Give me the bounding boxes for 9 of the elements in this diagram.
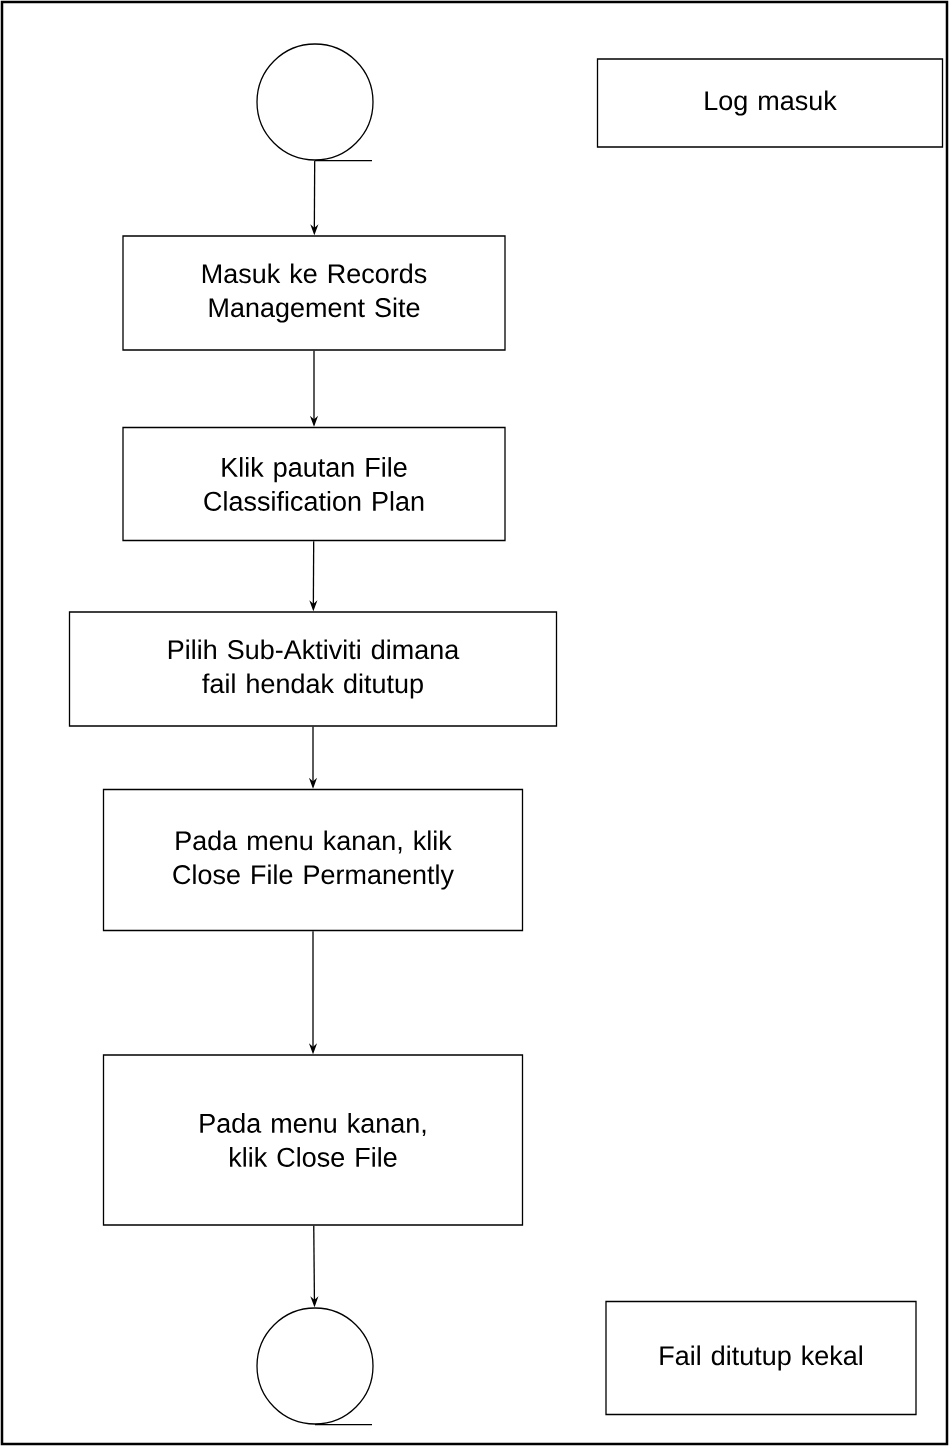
process-box: Klik pautan File Classification Plan (122, 426, 506, 542)
process-box: Log masuk (596, 58, 944, 148)
process-box: Pada menu kanan, klik Close File Permanently (102, 788, 524, 932)
process-box: Pada menu kanan, klik Close File (102, 1054, 524, 1226)
process-box: Fail ditutup kekal (605, 1300, 917, 1416)
terminal-circle (256, 1307, 374, 1426)
terminal-circle (256, 43, 374, 162)
process-box: Masuk ke Records Management Site (122, 235, 506, 351)
process-box: Pilih Sub-Aktiviti dimana fail hendak ditutup (68, 611, 558, 727)
